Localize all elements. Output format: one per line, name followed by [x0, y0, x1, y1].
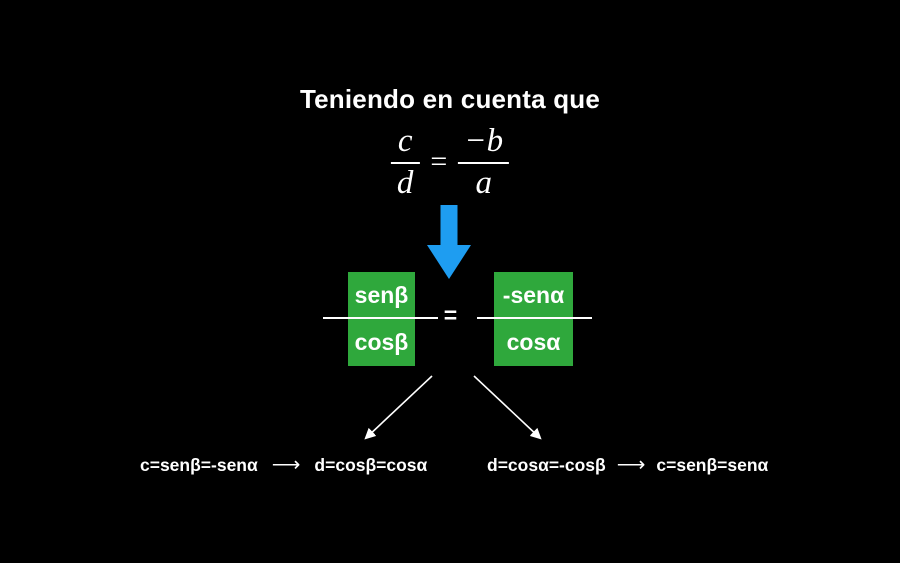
conclusion-right-to: c=senβ=senα [656, 455, 769, 475]
identity-fraction-bar-left [323, 317, 438, 319]
fraction-minus-b-over-a: −b a [458, 123, 510, 203]
conclusion-left-from: c=senβ=-senα [140, 455, 258, 475]
conclusion-left-to: d=cosβ=cosα [314, 455, 428, 475]
identity-left-numerator: senβ [354, 282, 409, 308]
identity-left-box: senβ cosβ [348, 272, 415, 366]
conclusion-left: c=senβ=-senα ⟶ d=cosβ=cosα [140, 455, 427, 476]
denominator-d: d [396, 165, 414, 201]
down-arrow-icon [427, 205, 471, 279]
long-right-arrow-icon: ⟶ [271, 453, 301, 476]
split-arrow-right-icon [473, 375, 542, 440]
identity-fraction-bar-right [477, 317, 592, 319]
identity-right-denominator: cosα [506, 329, 561, 355]
slide-title: Teniendo en cuenta que [299, 84, 601, 114]
fraction-bar [390, 162, 420, 164]
identity-right-numerator: -senα [502, 282, 565, 308]
identity-right-box: -senα cosα [494, 272, 573, 366]
numerator-c: c [397, 123, 413, 159]
split-arrows [364, 375, 542, 440]
long-right-arrow-icon: ⟶ [616, 453, 646, 476]
premise-equation: c d = −b a [390, 123, 510, 203]
denominator-a: a [475, 165, 492, 201]
fraction-c-over-d: c d [390, 123, 420, 203]
fraction-bar [458, 162, 510, 164]
conclusion-right-from: d=cosα=-cosβ [487, 455, 606, 475]
conclusion-right: d=cosα=-cosβ ⟶ c=senβ=senα [487, 455, 768, 476]
split-arrow-left-icon [364, 375, 433, 440]
identity-equals-sign: = [443, 302, 458, 328]
numerator-minus-b: −b [464, 123, 504, 159]
identity-left-denominator: cosβ [354, 329, 409, 355]
equals-sign: = [430, 144, 448, 178]
